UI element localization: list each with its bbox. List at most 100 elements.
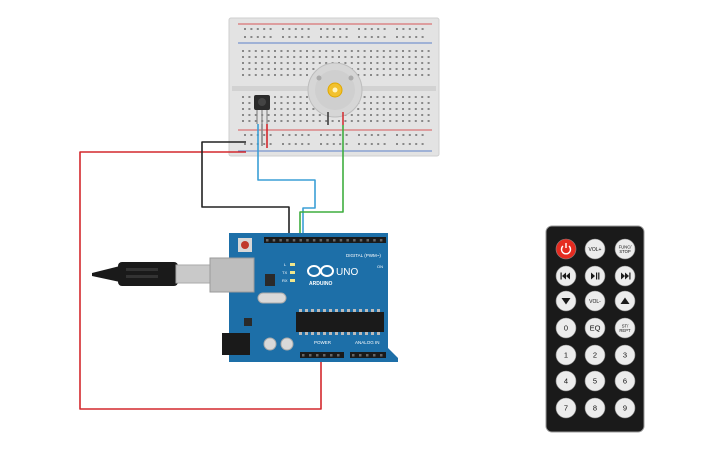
breadboard-hole — [286, 114, 289, 116]
breadboard-hole — [269, 134, 272, 136]
breadboard-hole — [267, 120, 270, 122]
chip-pin — [317, 332, 320, 335]
breadboard-hole — [357, 50, 360, 52]
breadboard-hole — [293, 62, 296, 64]
arduino-infinity-logo — [307, 265, 334, 277]
arduino-uno-board[interactable]: DIGITAL (PWM~) L TX RX UNO ARDUINO ON — [209, 233, 398, 362]
breadboard-hole — [382, 96, 385, 98]
remote-button-0[interactable]: 0 — [555, 317, 577, 339]
breadboard-hole — [382, 114, 385, 116]
breadboard-hole — [312, 108, 315, 110]
breadboard-hole — [339, 134, 342, 136]
remote-button-st-rept[interactable]: ST/REPT — [614, 317, 636, 339]
breadboard-hole — [350, 120, 353, 122]
breadboard-hole — [408, 102, 411, 104]
breadboard-hole — [307, 36, 310, 38]
header-pin — [330, 354, 333, 357]
breadboard-hole — [306, 68, 308, 70]
breadboard-hole — [306, 56, 308, 58]
breadboard-hole — [274, 74, 276, 76]
breadboard-hole — [293, 120, 296, 122]
remote-button-vol-down[interactable]: VOL- — [584, 290, 606, 312]
breadboard-hole — [427, 68, 430, 70]
breadboard-hole — [274, 50, 276, 52]
board-model: UNO — [336, 267, 358, 278]
breadboard-hole — [318, 50, 321, 52]
breadboard-hole — [254, 74, 257, 76]
remote-button-8[interactable]: 8 — [584, 397, 606, 419]
breadboard-hole — [377, 134, 380, 136]
remote-button-vol-up[interactable]: VOL+ — [584, 238, 606, 260]
remote-button-play-pause[interactable] — [584, 265, 606, 287]
breadboard-hole — [376, 62, 379, 64]
remote-button-2[interactable]: 2 — [584, 344, 606, 366]
breadboard-hole — [370, 36, 373, 38]
breadboard-hole — [280, 74, 283, 76]
breadboard-hole — [288, 36, 291, 38]
breadboard-hole — [376, 102, 379, 104]
ir-receiver[interactable] — [254, 95, 270, 124]
breadboard-hole — [254, 62, 257, 64]
breadboard-hole — [318, 56, 321, 58]
chip-pin — [323, 332, 326, 335]
breadboard-hole — [248, 56, 251, 58]
breadboard-hole — [318, 120, 321, 122]
breadboard-holes — [242, 28, 430, 145]
breadboard-hole — [395, 96, 398, 98]
remote-button-prev[interactable] — [555, 265, 577, 287]
breadboard-hole — [370, 143, 373, 145]
breadboard-hole — [389, 50, 392, 52]
breadboard-hole — [370, 74, 372, 76]
breadboard-hole — [312, 120, 315, 122]
remote-button-func-stop[interactable]: FUNC/STOP — [614, 238, 636, 260]
breadboard-hole — [301, 134, 304, 136]
breadboard-hole — [396, 134, 398, 136]
breadboard-hole — [263, 28, 266, 30]
breadboard-hole — [396, 28, 398, 30]
remote-button-5[interactable]: 5 — [584, 370, 606, 392]
breadboard-hole — [382, 102, 385, 104]
breadboard-hole — [293, 114, 296, 116]
breadboard-hole — [427, 114, 430, 116]
breadboard-hole — [267, 114, 270, 116]
breadboard-hole — [363, 62, 366, 64]
breadboard-hole — [267, 68, 270, 70]
header-pin — [379, 239, 383, 242]
board-brand: ARDUINO — [309, 281, 332, 287]
breadboard-hole — [421, 120, 424, 122]
breadboard-hole — [402, 56, 404, 58]
breadboard-hole — [306, 74, 308, 76]
breadboard-hole — [320, 143, 322, 145]
dc-motor[interactable] — [307, 62, 363, 125]
breadboard-hole — [357, 108, 360, 110]
remote-button-4[interactable]: 4 — [555, 370, 577, 392]
breadboard-hole — [242, 114, 244, 116]
breadboard-hole — [357, 74, 360, 76]
remote-button-9[interactable]: 9 — [614, 397, 636, 419]
breadboard-hole — [318, 114, 321, 116]
header-pin — [346, 239, 349, 242]
remote-button-1[interactable]: 1 — [555, 344, 577, 366]
remote-button-label: 0 — [564, 324, 568, 333]
header-pin — [312, 239, 316, 242]
header-pin — [299, 239, 302, 242]
breadboard-hole — [363, 120, 366, 122]
breadboard-hole — [344, 50, 347, 52]
breadboard-hole — [389, 62, 392, 64]
remote-button-3[interactable]: 3 — [614, 344, 636, 366]
breadboard-hole — [332, 36, 335, 38]
breadboard-hole — [299, 50, 302, 52]
remote-button-power[interactable] — [555, 238, 577, 260]
remote-button-eq[interactable]: EQ — [584, 317, 606, 339]
atmega-chip-pins — [299, 309, 380, 335]
breadboard-hole — [286, 56, 289, 58]
remote-button-label: FUNC/STOP — [619, 245, 633, 255]
header-pin — [326, 239, 329, 242]
remote-button-next[interactable] — [614, 265, 636, 287]
remote-button-down[interactable] — [555, 290, 577, 312]
remote-button-6[interactable]: 6 — [614, 370, 636, 392]
remote-button-up[interactable] — [614, 290, 636, 312]
remote-button-7[interactable]: 7 — [555, 397, 577, 419]
breadboard-hole — [282, 143, 284, 145]
